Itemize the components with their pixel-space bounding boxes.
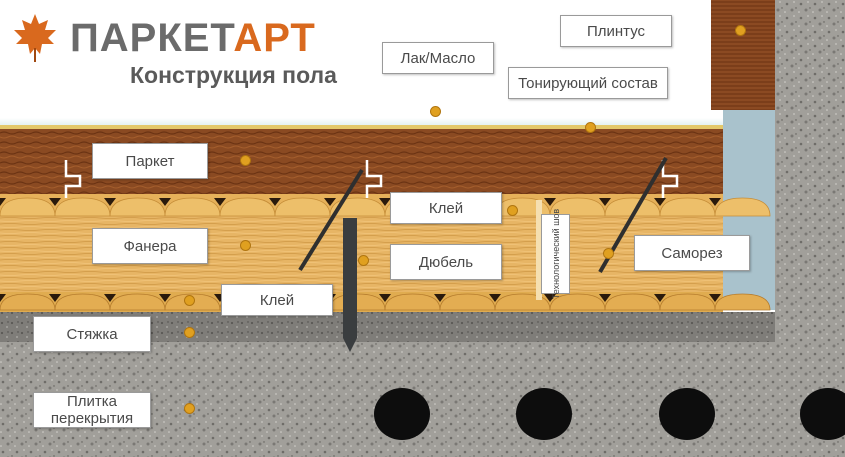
dowel-marker: [358, 255, 369, 266]
parquet-marker: [240, 155, 251, 166]
callout-parquet: Паркет: [92, 143, 208, 179]
callout-plywood: Фанера: [92, 228, 208, 264]
logo-text: ПАРКЕТАРТ: [70, 16, 316, 60]
glue-bottom-marker: [184, 295, 195, 306]
callout-screw: Саморез: [634, 235, 750, 271]
screed-marker: [184, 327, 195, 338]
plywood-marker: [240, 240, 251, 251]
screw-marker: [603, 248, 614, 259]
callout-toning: Тонирующий состав: [508, 67, 668, 99]
slab-marker: [184, 403, 195, 414]
glue-top-marker: [507, 205, 518, 216]
brand-block: ПАРКЕТАРТ: [8, 6, 315, 96]
callout-glue-bottom: Клей: [221, 284, 333, 316]
plinth-marker: [735, 25, 746, 36]
page-title: Конструкция пола: [130, 62, 337, 88]
callout-screed: Стяжка: [33, 316, 151, 352]
callout-plinth: Плинтус: [560, 15, 672, 47]
callout-lacquer: Лак/Масло: [382, 42, 494, 74]
callout-dowel: Дюбель: [390, 244, 502, 280]
callout-tech-seam: Технологический шов: [541, 209, 570, 299]
toning-marker: [585, 122, 596, 133]
lacquer-marker: [430, 106, 441, 117]
callout-glue-top: Клей: [390, 192, 502, 224]
maple-leaf-icon: [14, 14, 56, 62]
callout-slab: Плитка перекрытия: [33, 392, 151, 428]
